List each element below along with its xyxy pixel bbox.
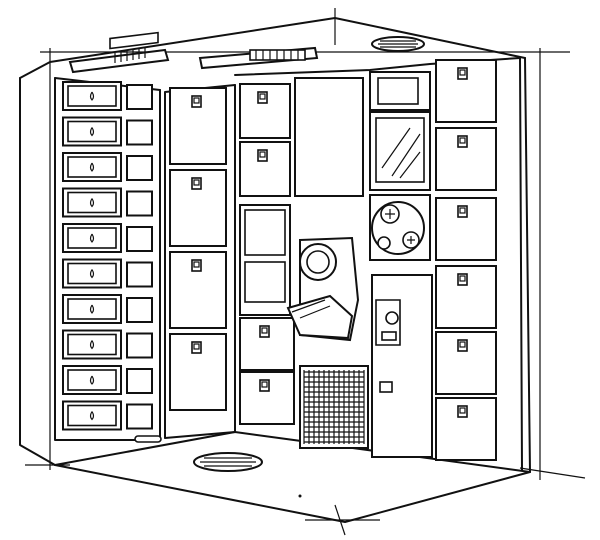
drawer xyxy=(62,223,153,253)
latch-icon xyxy=(191,259,202,272)
instrument-column xyxy=(369,71,433,458)
latch-icon xyxy=(257,149,268,162)
gauge-icon xyxy=(369,194,431,261)
latch-icon xyxy=(191,95,202,108)
locker xyxy=(435,331,497,395)
drawer xyxy=(62,116,153,147)
vent-grille-icon xyxy=(371,36,425,52)
locker xyxy=(435,397,497,461)
vent-grille-icon xyxy=(193,452,263,472)
locker xyxy=(169,87,227,165)
locker xyxy=(435,59,497,123)
left-wall-drawers xyxy=(62,81,153,431)
ceiling-light-icon xyxy=(68,31,170,74)
latch-icon xyxy=(191,177,202,190)
latch-icon xyxy=(457,405,468,418)
locker xyxy=(239,141,291,197)
locker xyxy=(435,127,497,191)
latch-icon xyxy=(457,339,468,352)
drawer xyxy=(62,400,153,431)
drawer xyxy=(62,152,153,182)
latch-icon xyxy=(457,205,468,218)
vent-grille-icon xyxy=(303,370,365,444)
latch-icon xyxy=(457,135,468,148)
drawer xyxy=(62,294,153,324)
locker xyxy=(239,83,291,139)
latch-icon xyxy=(259,325,270,338)
drawer xyxy=(62,365,153,395)
right-wall-lockers xyxy=(435,59,497,461)
ceiling-light-icon xyxy=(198,46,319,70)
back-wall-left-column xyxy=(239,83,295,425)
floor-marker xyxy=(298,494,302,498)
center-console xyxy=(239,77,369,449)
left-wall-lockers xyxy=(169,87,227,411)
locker xyxy=(435,197,497,261)
locker xyxy=(239,317,295,371)
latch-icon xyxy=(259,379,270,392)
locker xyxy=(169,333,227,411)
locker xyxy=(239,371,295,425)
handle-icon xyxy=(134,435,162,443)
latch-icon xyxy=(457,273,468,286)
latch-icon xyxy=(457,67,468,80)
drawer xyxy=(62,187,153,218)
locker xyxy=(169,169,227,247)
drawer xyxy=(62,258,153,289)
latch-icon xyxy=(191,341,202,354)
locker xyxy=(169,251,227,329)
locker xyxy=(435,265,497,329)
room-outline xyxy=(19,17,531,523)
drawer xyxy=(62,81,153,111)
drawer xyxy=(62,329,153,360)
latch-icon xyxy=(257,91,268,104)
